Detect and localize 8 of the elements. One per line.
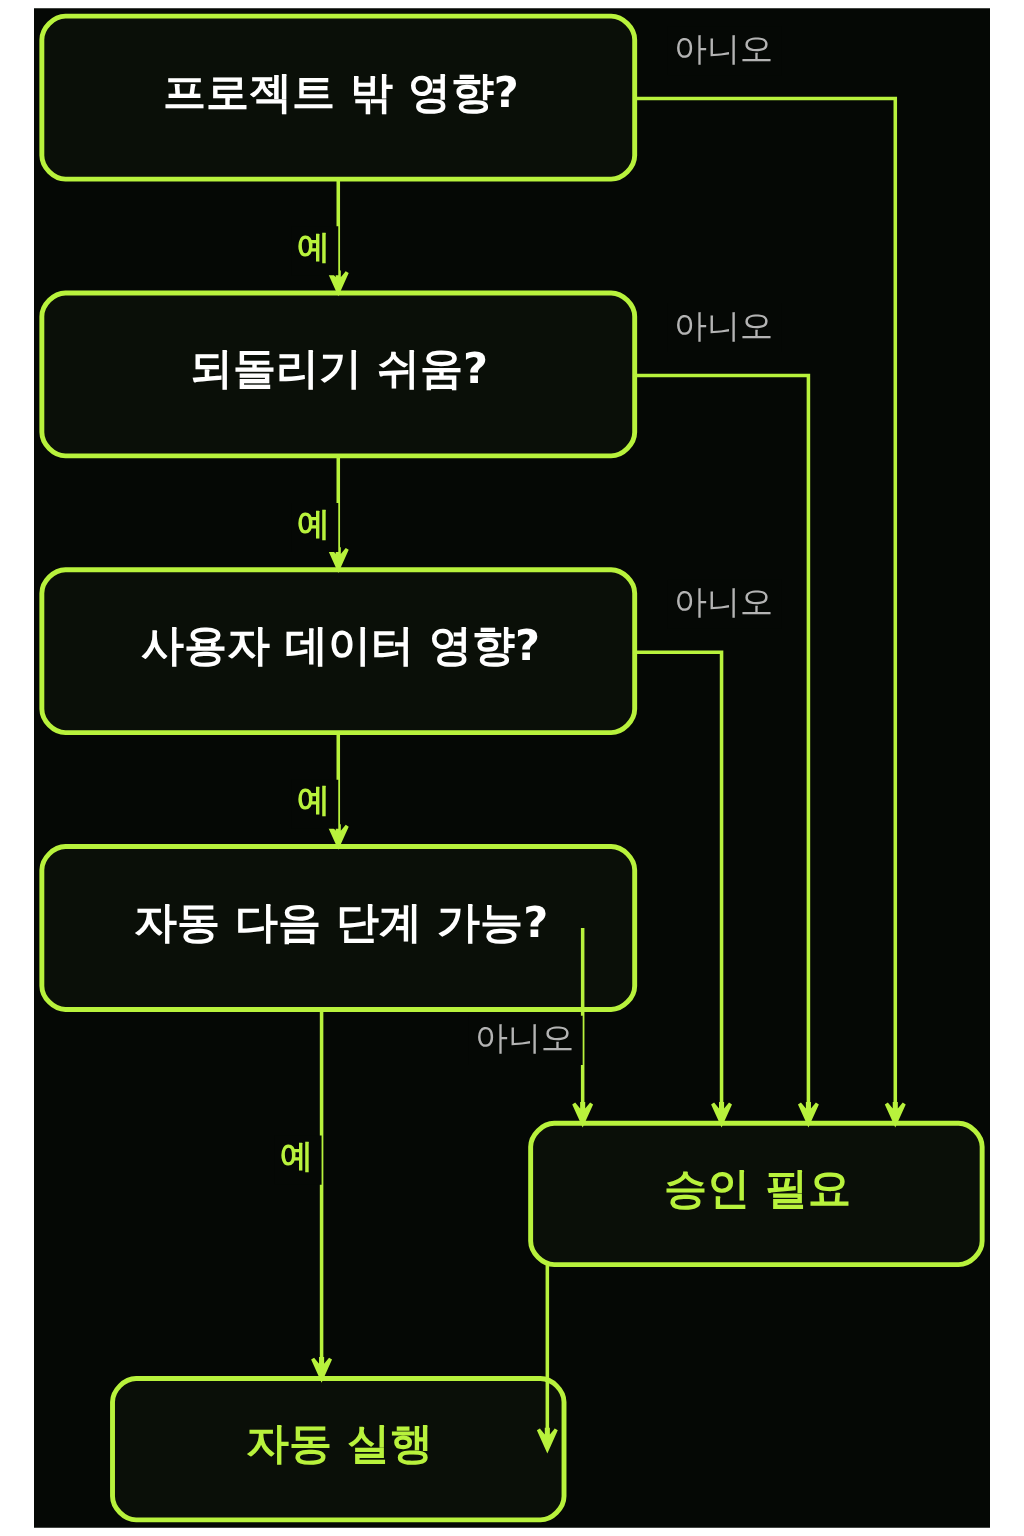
edge-label: 예 (297, 503, 331, 543)
edge-label: 아니오 (673, 28, 773, 68)
edge-label: 예 (280, 1136, 314, 1176)
edge-label: 아니오 (673, 582, 773, 622)
edge-label: 아니오 (474, 1018, 574, 1058)
edge-label: 예 (297, 780, 331, 820)
edge-label: 예 (297, 226, 331, 266)
edge-label: 아니오 (673, 305, 773, 345)
